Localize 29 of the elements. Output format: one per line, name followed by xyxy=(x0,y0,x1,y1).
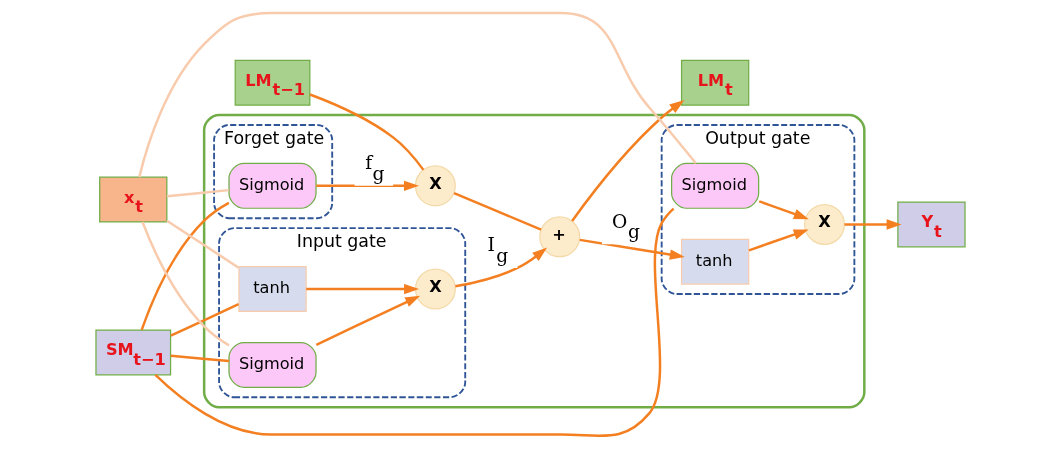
connector xyxy=(170,303,240,337)
arrow xyxy=(748,229,809,252)
connector xyxy=(453,192,542,231)
connector xyxy=(141,221,230,347)
connector xyxy=(309,93,425,171)
node-circle: + xyxy=(539,216,581,258)
arrow xyxy=(579,238,685,260)
connector xyxy=(166,219,240,269)
arrow xyxy=(571,100,685,222)
arrow xyxy=(316,180,419,192)
connector xyxy=(166,188,229,198)
connector xyxy=(138,11,697,178)
node-circle: X xyxy=(804,203,846,245)
arrow xyxy=(455,247,548,288)
connector xyxy=(170,354,230,363)
cluster xyxy=(202,113,866,409)
node-box: tanh xyxy=(680,238,750,285)
connector xyxy=(140,201,230,331)
node-box: Sigmoid xyxy=(228,341,317,388)
node-circle: X xyxy=(414,165,456,207)
node-box: Sigmoid xyxy=(671,162,760,209)
node-box: tanh xyxy=(238,266,307,313)
node-circle: X xyxy=(414,268,456,310)
arrow xyxy=(844,219,902,230)
arrow xyxy=(758,200,809,220)
connector xyxy=(154,207,675,438)
node-box: Sigmoid xyxy=(228,162,317,209)
arrow xyxy=(306,283,420,295)
arrow xyxy=(315,295,421,346)
